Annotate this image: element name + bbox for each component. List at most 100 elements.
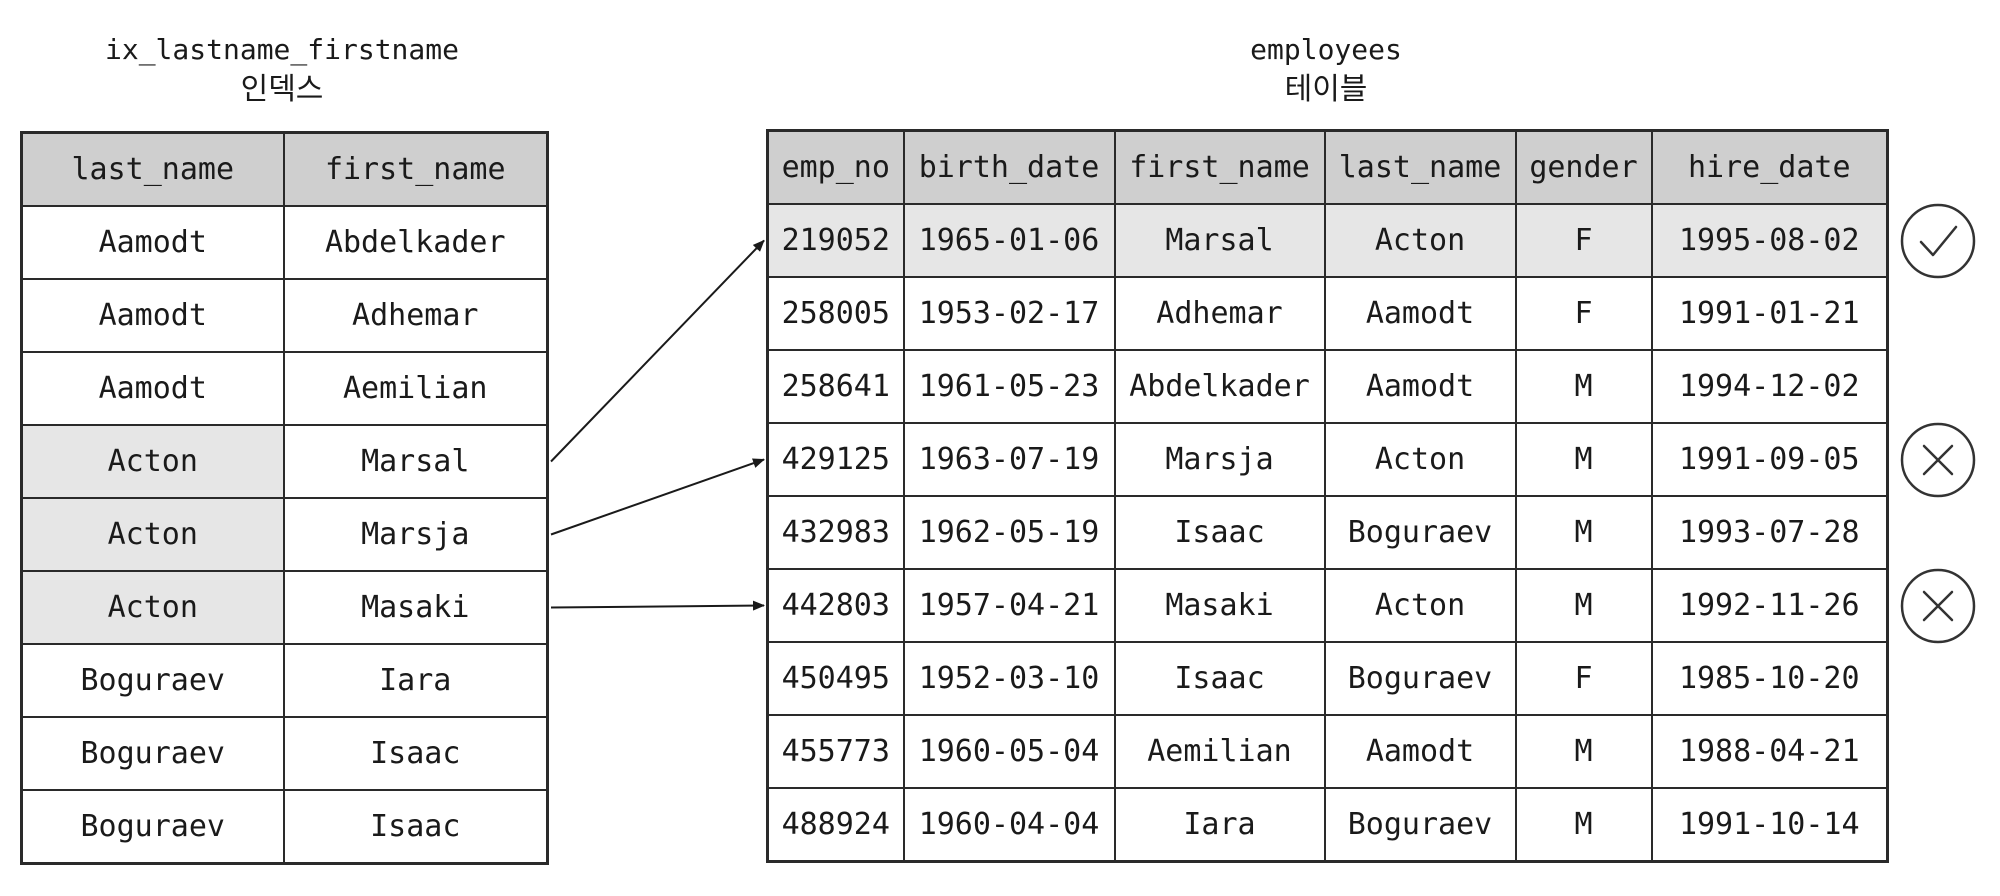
- employees-cell-last-name: Acton: [1323, 203, 1517, 278]
- employees-cell-last-name: Aamodt: [1323, 349, 1517, 424]
- employees-table: emp_no birth_date first_name last_name g…: [766, 129, 1889, 863]
- employees-cell-birth-date: 1961-05-23: [902, 349, 1116, 424]
- employees-header-birth-date: birth_date: [902, 129, 1116, 205]
- employees-cell-first-name: Marsal: [1113, 203, 1326, 278]
- employees-cell-emp-no: 258005: [766, 276, 905, 351]
- employees-cell-birth-date: 1952-03-10: [902, 641, 1116, 716]
- employees-cell-hire-date: 1995-08-02: [1650, 203, 1889, 278]
- index-cell-last-name: Boguraev: [20, 716, 285, 791]
- employees-cell-gender: F: [1514, 276, 1653, 351]
- cross-icon: [1899, 421, 1977, 499]
- employees-cell-last-name: Acton: [1323, 568, 1517, 643]
- table-name-label: employees: [1250, 33, 1402, 66]
- employees-cell-first-name: Iara: [1113, 787, 1326, 863]
- employees-cell-first-name: Aemilian: [1113, 714, 1326, 789]
- index-header-row: last_name first_name: [20, 131, 549, 207]
- employees-cell-gender: F: [1514, 641, 1653, 716]
- employees-header-row: emp_no birth_date first_name last_name g…: [766, 129, 1889, 205]
- index-cell-first-name: Isaac: [282, 789, 549, 865]
- employees-cell-first-name: Isaac: [1113, 641, 1326, 716]
- employees-cell-hire-date: 1991-10-14: [1650, 787, 1889, 863]
- index-cell-last-name: Boguraev: [20, 789, 285, 865]
- index-cell-last-name: Acton: [20, 497, 285, 572]
- employees-header-emp-no: emp_no: [766, 129, 905, 205]
- employees-cell-emp-no: 258641: [766, 349, 905, 424]
- index-name-label: ix_lastname_firstname: [104, 33, 459, 66]
- employees-cell-hire-date: 1992-11-26: [1650, 568, 1889, 643]
- employees-cell-last-name: Aamodt: [1323, 276, 1517, 351]
- index-cell-first-name: Masaki: [282, 570, 549, 645]
- employees-cell-first-name: Marsja: [1113, 422, 1326, 497]
- employees-cell-emp-no: 455773: [766, 714, 905, 789]
- employees-cell-hire-date: 1994-12-02: [1650, 349, 1889, 424]
- index-cell-last-name: Acton: [20, 424, 285, 499]
- index-cell-last-name: Aamodt: [20, 351, 285, 426]
- pointer-arrow: [550, 458, 765, 536]
- employees-cell-birth-date: 1953-02-17: [902, 276, 1116, 351]
- employees-cell-gender: M: [1514, 349, 1653, 424]
- employees-cell-gender: F: [1514, 203, 1653, 278]
- index-caption: ix_lastname_firstname 인덱스: [20, 30, 544, 110]
- index-cell-first-name: Abdelkader: [282, 205, 549, 280]
- employees-cell-birth-date: 1960-05-04: [902, 714, 1116, 789]
- employees-cell-last-name: Boguraev: [1323, 495, 1517, 570]
- employees-cell-hire-date: 1993-07-28: [1650, 495, 1889, 570]
- employees-cell-gender: M: [1514, 568, 1653, 643]
- index-cell-last-name: Acton: [20, 570, 285, 645]
- employees-cell-last-name: Acton: [1323, 422, 1517, 497]
- employees-header-first-name: first_name: [1113, 129, 1326, 205]
- employees-cell-first-name: Abdelkader: [1113, 349, 1326, 424]
- employees-cell-emp-no: 219052: [766, 203, 905, 278]
- employees-cell-birth-date: 1957-04-21: [902, 568, 1116, 643]
- employees-cell-emp-no: 442803: [766, 568, 905, 643]
- employees-cell-birth-date: 1962-05-19: [902, 495, 1116, 570]
- index-cell-first-name: Marsal: [282, 424, 549, 499]
- table-caption: employees 테이블: [766, 30, 1886, 110]
- index-kind-label: 인덱스: [240, 72, 324, 107]
- employees-cell-hire-date: 1988-04-21: [1650, 714, 1889, 789]
- employees-cell-last-name: Boguraev: [1323, 641, 1517, 716]
- index-cell-first-name: Isaac: [282, 716, 549, 791]
- employees-cell-emp-no: 429125: [766, 422, 905, 497]
- index-cell-last-name: Aamodt: [20, 205, 285, 280]
- index-cell-first-name: Iara: [282, 643, 549, 718]
- employees-cell-gender: M: [1514, 714, 1653, 789]
- employees-cell-emp-no: 488924: [766, 787, 905, 863]
- employees-cell-emp-no: 432983: [766, 495, 905, 570]
- check-icon: [1899, 202, 1977, 280]
- employees-cell-emp-no: 450495: [766, 641, 905, 716]
- employees-header-hire-date: hire_date: [1650, 129, 1889, 205]
- employees-cell-gender: M: [1514, 422, 1653, 497]
- pointer-arrow: [550, 239, 765, 463]
- cross-icon: [1899, 567, 1977, 645]
- employees-cell-first-name: Masaki: [1113, 568, 1326, 643]
- index-cell-first-name: Marsja: [282, 497, 549, 572]
- employees-header-gender: gender: [1514, 129, 1653, 205]
- index-cell-first-name: Adhemar: [282, 278, 549, 353]
- employees-cell-hire-date: 1991-01-21: [1650, 276, 1889, 351]
- table-kind-label: 테이블: [1284, 72, 1368, 107]
- employees-cell-gender: M: [1514, 495, 1653, 570]
- employees-cell-birth-date: 1965-01-06: [902, 203, 1116, 278]
- index-cell-first-name: Aemilian: [282, 351, 549, 426]
- employees-cell-first-name: Isaac: [1113, 495, 1326, 570]
- employees-cell-first-name: Adhemar: [1113, 276, 1326, 351]
- employees-cell-gender: M: [1514, 787, 1653, 863]
